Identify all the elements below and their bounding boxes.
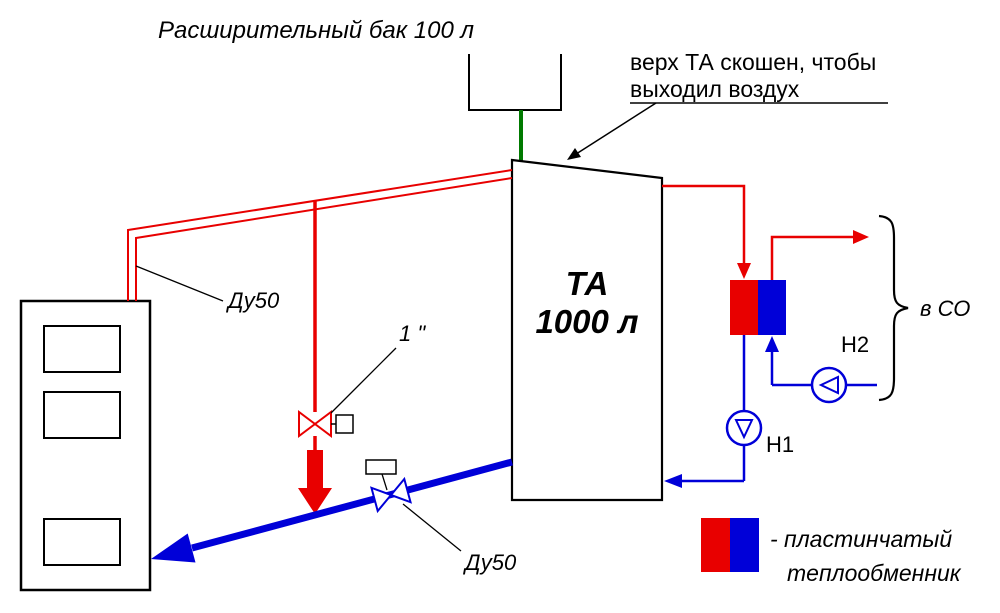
legend-exchanger-hot [701,518,730,572]
ta-tank-label-line1: ТА [566,265,609,302]
du50-return-leader [402,503,462,552]
return-arrow-icon [151,533,196,563]
du50-return-callout: Ду50 [402,503,517,575]
boiler [19,299,152,592]
du50-supply-label: Ду50 [225,288,280,313]
legend: - пластинчатый теплообменник [701,518,962,586]
valve-size-callout: 1 " [330,321,426,414]
pump-h1-label: Н1 [766,432,794,457]
legend-text-line1: - пластинчатый [770,526,952,552]
exchanger-cold-arrow-icon [765,336,779,352]
supply-branch [298,201,354,514]
ta-return-arrow-icon [664,474,682,488]
du50-supply-callout: Ду50 [135,265,280,313]
to-co-label: в СО [920,296,970,321]
boiler-window-middle [43,391,121,439]
du50-return-label: Ду50 [462,550,517,575]
ta-tank: ТА 1000 л [510,158,664,502]
pump-h2-label: Н2 [841,332,869,357]
legend-text-line2: теплообменник [787,560,962,586]
co-supply-pipe [770,230,869,280]
exchanger-hot-inlet-pipe [662,184,751,279]
boiler-window-bottom [43,518,121,566]
legend-exchanger-cold [730,518,759,572]
supply-valve-actuator [335,414,354,434]
co-supply-arrow-icon [853,230,869,244]
plate-heat-exchanger [730,280,786,335]
primary-return-loop: Н1 [664,335,794,488]
note-text-line2: выходил воздух [630,76,800,102]
note-arrow-icon [567,148,581,160]
supply-discharge-arrow-icon [298,450,332,514]
supply-valve-icon [298,410,354,438]
expansion-tank-title: Расширительный бак 100 л [158,17,474,44]
valve-size-leader [330,347,397,414]
co-brace [878,214,909,402]
valve-size-label: 1 " [399,321,426,346]
pump-h1-icon [725,409,763,447]
note-leader-line [572,102,657,157]
du50-supply-leader [135,265,224,302]
secondary-return-loop: Н2 [765,332,877,404]
boiler-window-top [43,325,121,373]
exchanger-inlet-arrow-icon [737,263,751,279]
pump-h2-icon [810,366,848,404]
expansion-tank [468,54,562,166]
supply-pipe-pair [127,169,513,301]
return-valve-actuator [365,459,397,475]
ta-tank-label-line2: 1000 л [535,303,638,340]
heat-exchanger-cold-side [758,280,786,335]
note-text-line1: верх ТА скошен, чтобы [630,49,876,75]
co-system-group: в СО [878,214,970,402]
ta-top-note: верх ТА скошен, чтобы выходил воздух [567,49,888,160]
return-valve-icon [369,476,413,514]
heat-exchanger-hot-side [730,280,758,335]
return-main-pipe [151,458,513,563]
